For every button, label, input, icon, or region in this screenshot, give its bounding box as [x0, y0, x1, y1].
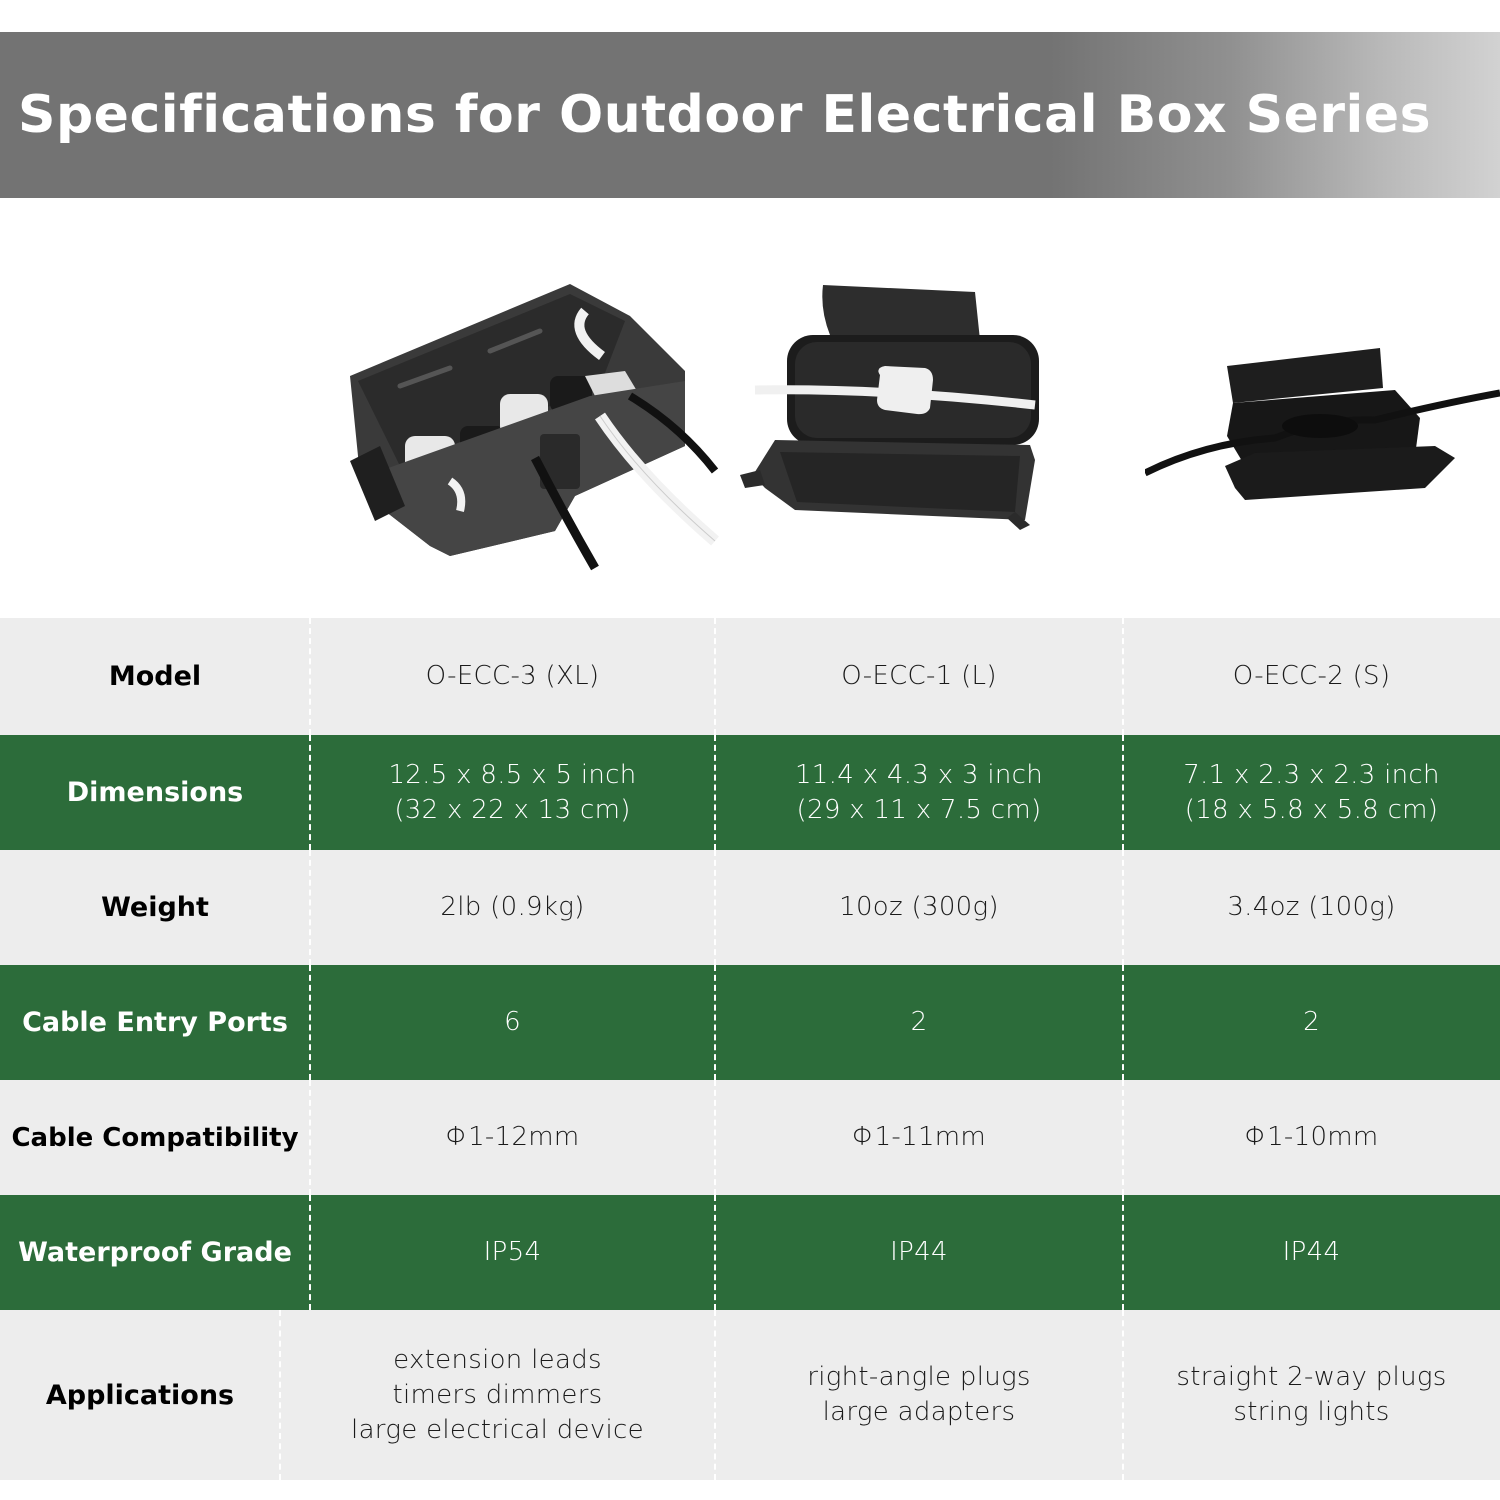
cell-l: right-angle plugs large adapters: [714, 1310, 1123, 1480]
table-row-cable-compatibility: Cable Compatibility Φ1-12mm Φ1-11mm Φ1-1…: [0, 1080, 1500, 1195]
table-row-model: Model O-ECC-3 (XL) O-ECC-1 (L) O-ECC-2 (…: [0, 618, 1500, 735]
cell-l: O-ECC-1 (L): [714, 618, 1123, 735]
cell-s: straight 2-way plugs string lights: [1122, 1310, 1500, 1480]
cell-xl: IP54: [309, 1195, 715, 1310]
table-row-cable-entry-ports: Cable Entry Ports 6 2 2: [0, 965, 1500, 1080]
cell-s: Φ1-10mm: [1122, 1080, 1500, 1195]
cell-l: 11.4 x 4.3 x 3 inch (29 x 11 x 7.5 cm): [714, 735, 1123, 850]
table-row-waterproof-grade: Waterproof Grade IP54 IP44 IP44: [0, 1195, 1500, 1310]
cell-xl: 6: [309, 965, 715, 1080]
product-image-xl: [350, 284, 719, 571]
cell-s: 3.4oz (100g): [1122, 850, 1500, 965]
cell-s: IP44: [1122, 1195, 1500, 1310]
row-label: Cable Entry Ports: [22, 1007, 288, 1038]
cell-s: 2: [1122, 965, 1500, 1080]
cell-xl: 2lb (0.9kg): [309, 850, 715, 965]
row-label: Dimensions: [66, 777, 244, 808]
cell-xl: 12.5 x 8.5 x 5 inch (32 x 22 x 13 cm): [309, 735, 715, 850]
product-image-l: [740, 285, 1039, 530]
cell-xl: extension leads timers dimmers large ele…: [279, 1310, 715, 1480]
row-label: Weight: [101, 892, 209, 923]
cell-xl: O-ECC-3 (XL): [309, 618, 715, 735]
cell-l: IP44: [714, 1195, 1123, 1310]
cell-l: 10oz (300g): [714, 850, 1123, 965]
cell-xl: Φ1-12mm: [309, 1080, 715, 1195]
product-images: [0, 198, 1500, 618]
table-row-dimensions: Dimensions 12.5 x 8.5 x 5 inch (32 x 22 …: [0, 735, 1500, 850]
page-title: Specifications for Outdoor Electrical Bo…: [18, 85, 1432, 145]
row-label: Applications: [45, 1379, 235, 1411]
title-banner: Specifications for Outdoor Electrical Bo…: [0, 32, 1500, 198]
row-label: Model: [108, 661, 202, 692]
cell-l: 2: [714, 965, 1123, 1080]
table-row-applications: Applications extension leads timers dimm…: [0, 1310, 1500, 1480]
cell-s: O-ECC-2 (S): [1122, 618, 1500, 735]
cell-l: Φ1-11mm: [714, 1080, 1123, 1195]
cell-s: 7.1 x 2.3 x 2.3 inch (18 x 5.8 x 5.8 cm): [1122, 735, 1500, 850]
product-image-s: [1145, 348, 1500, 500]
table-row-weight: Weight 2lb (0.9kg) 10oz (300g) 3.4oz (10…: [0, 850, 1500, 965]
row-label: Cable Compatibility: [11, 1122, 299, 1153]
row-label: Waterproof Grade: [18, 1237, 292, 1268]
